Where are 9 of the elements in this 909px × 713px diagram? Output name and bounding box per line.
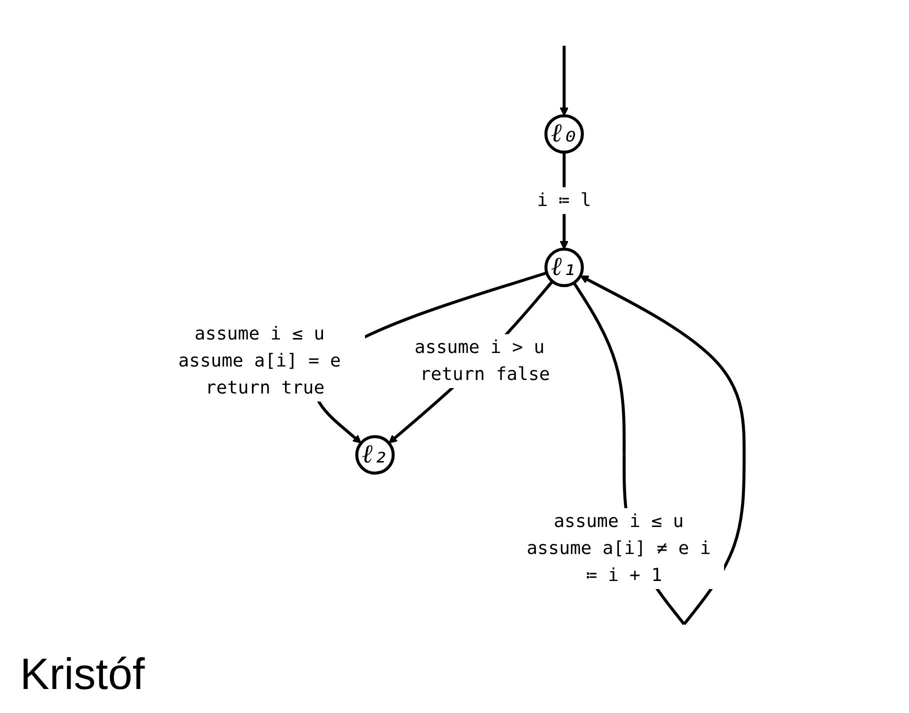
node-circle: ℓ₁ [544, 248, 584, 288]
node-circle: ℓ₀ [544, 114, 584, 154]
arrow [560, 46, 568, 116]
edge-label: assume i ≤ u assume a[i] ≠ e i ≔ i + 1 [526, 511, 711, 586]
name-text: Kristóf [20, 650, 145, 699]
edge-label: i ≔ l [536, 190, 592, 212]
node-circle: ℓ₂ [355, 435, 395, 475]
edge-label: assume i > u return false [414, 337, 550, 386]
edge-label: assume i ≤ u assume a[i] = e return true [178, 324, 341, 399]
